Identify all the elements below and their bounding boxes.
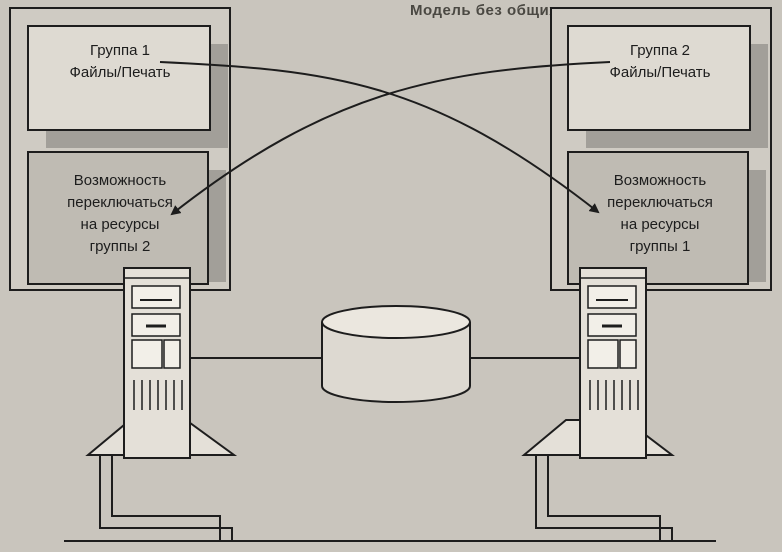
failover-arrow-left-to-right (159, 61, 600, 214)
failover-text-line: на ресурсы (80, 216, 160, 233)
right-failover-box (567, 151, 766, 285)
group2-role-label: Группа 2 Файлы/Печать (570, 40, 750, 84)
failover-text-line: переключаться (607, 194, 713, 211)
group1-name: Группа 1 (89, 42, 151, 59)
server-tower-icon (521, 267, 675, 459)
group2-failover-label: Возможность переключаться на ресурсы гру… (570, 170, 750, 258)
failover-text-line: группы 1 (629, 238, 691, 255)
group1-service: Файлы/Печать (69, 64, 171, 81)
failover-text-line: переключаться (67, 194, 173, 211)
failover-arrow-right-to-left (170, 61, 611, 216)
right-role-box (567, 25, 768, 148)
failover-text-line: на ресурсы (620, 216, 700, 233)
group2-service: Файлы/Печать (609, 64, 711, 81)
group1-role-label: Группа 1 Файлы/Печать (30, 40, 210, 84)
left-failover-box (27, 151, 226, 285)
failover-text-line: Возможность (613, 172, 707, 189)
network-drop-right-2 (535, 455, 673, 540)
left-role-box (27, 25, 228, 148)
group1-failover-label: Возможность переключаться на ресурсы гру… (30, 170, 210, 258)
network-drop-left-2 (99, 455, 233, 540)
group2-name: Группа 2 (629, 42, 691, 59)
server-tower-icon (85, 267, 238, 459)
disk-cylinder-icon (321, 305, 471, 403)
failover-text-line: Возможность (73, 172, 167, 189)
failover-text-line: группы 2 (89, 238, 151, 255)
